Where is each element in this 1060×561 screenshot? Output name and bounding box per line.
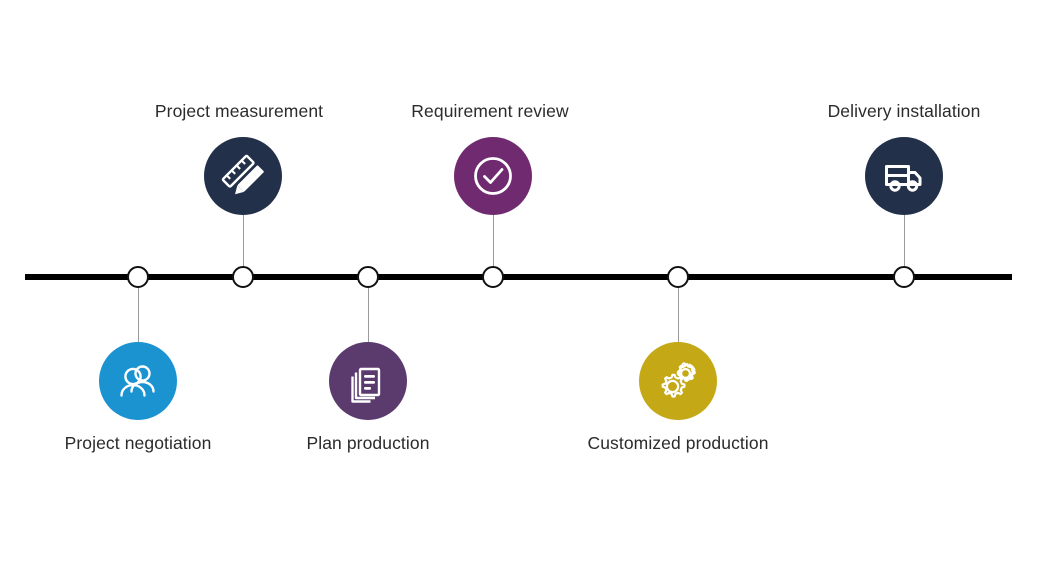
connector-delivery-installation: [903, 215, 905, 270]
axis-node-project-measurement[interactable]: [232, 266, 254, 288]
axis-node-project-negotiation[interactable]: [127, 266, 149, 288]
step-label-requirement-review: Requirement review: [411, 101, 569, 121]
connector-project-negotiation: [137, 288, 139, 342]
icon-bubble-project-measurement[interactable]: [204, 137, 282, 215]
icon-bubble-plan-production[interactable]: [329, 342, 407, 420]
documents-icon: [346, 359, 390, 403]
step-label-customized-production: Customized production: [587, 433, 769, 453]
step-label-project-negotiation: Project negotiation: [64, 433, 212, 453]
gears-icon: [654, 357, 702, 405]
check-circle-icon: [469, 152, 517, 200]
icon-bubble-requirement-review[interactable]: [454, 137, 532, 215]
axis-node-customized-production[interactable]: [667, 266, 689, 288]
pencil-ruler-icon: [219, 152, 267, 200]
step-label-delivery-installation: Delivery installation: [827, 101, 981, 121]
step-label-plan-production: Plan production: [306, 433, 430, 453]
axis-node-plan-production[interactable]: [357, 266, 379, 288]
step-label-project-measurement: Project measurement: [154, 101, 324, 121]
connector-plan-production: [367, 288, 369, 342]
connector-project-measurement: [242, 215, 244, 270]
axis-node-requirement-review[interactable]: [482, 266, 504, 288]
icon-bubble-customized-production[interactable]: [639, 342, 717, 420]
timeline-axis: [25, 274, 1012, 280]
icon-bubble-delivery-installation[interactable]: [865, 137, 943, 215]
axis-node-delivery-installation[interactable]: [893, 266, 915, 288]
connector-customized-production: [677, 288, 679, 342]
two-users-icon: [115, 358, 161, 404]
icon-bubble-project-negotiation[interactable]: [99, 342, 177, 420]
delivery-truck-icon: [881, 153, 927, 199]
connector-requirement-review: [492, 215, 494, 270]
